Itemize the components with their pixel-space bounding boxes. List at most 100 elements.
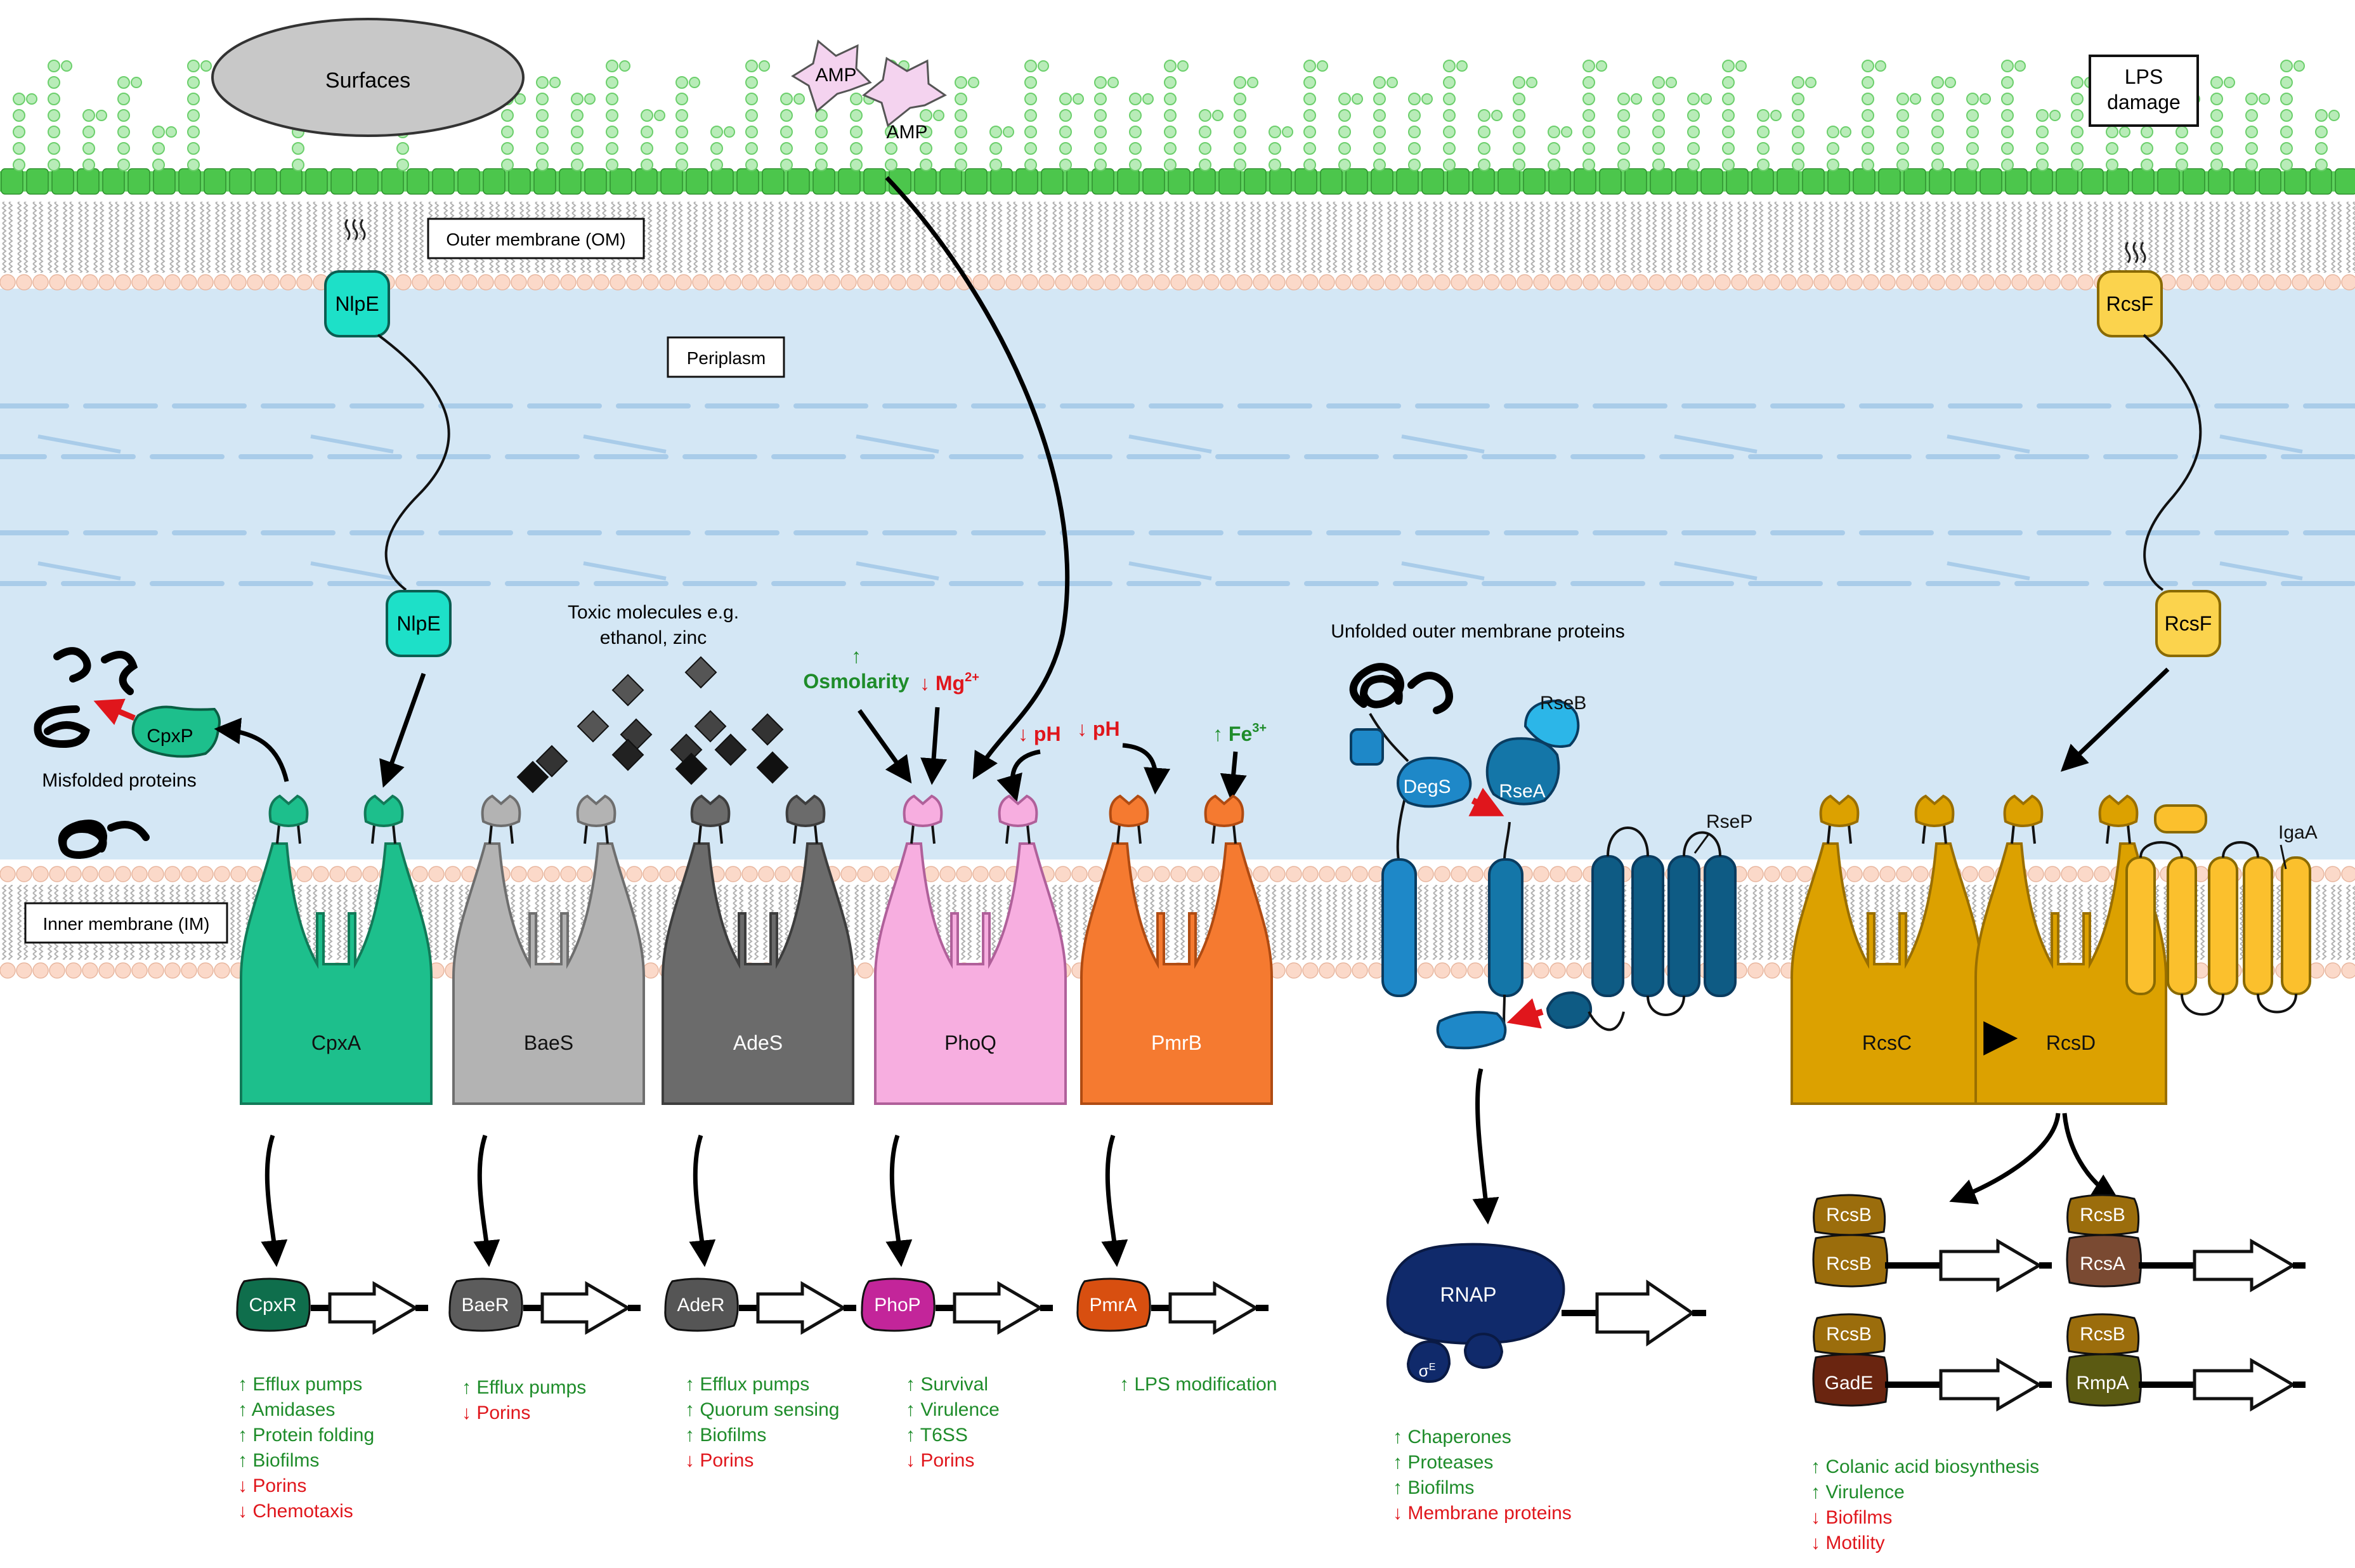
- outer-membrane: [0, 60, 2355, 291]
- outcome-item: ↑ T6SS: [906, 1425, 968, 1446]
- fe-arrow: [1220, 751, 1247, 801]
- rcsf-lipoprotein: RcsF RcsF: [2097, 242, 2221, 657]
- outcome-item: ↑ Quorum sensing: [685, 1399, 839, 1420]
- unfolded-omp-label: Unfolded outer membrane proteins: [1331, 621, 1625, 642]
- peptidoglycan-layer: [0, 403, 2355, 586]
- outcome-item: ↑ Biofilms: [238, 1450, 319, 1471]
- rcsb-label: RcsB: [2080, 1324, 2125, 1345]
- svg-text:NlpE: NlpE: [335, 292, 379, 315]
- cpxp-protein: CpxP: [131, 705, 221, 758]
- kinase-pmrb: PmrB: [1080, 794, 1273, 1105]
- regulator-cpxr: CpxR: [236, 1134, 428, 1335]
- regulator-label: PhoP: [874, 1295, 920, 1316]
- svg-text:NlpE: NlpE: [396, 612, 440, 635]
- cpxp-red-arrow: [93, 698, 136, 725]
- ph-arrow-phoq: [996, 749, 1041, 802]
- outcome-item: ↑ Amidases: [238, 1399, 335, 1420]
- regulator-phop: PhoP: [861, 1134, 1053, 1335]
- kinase-phoq: PhoQ: [874, 794, 1067, 1105]
- outcome-item: ↑ LPS modification: [1119, 1374, 1277, 1395]
- sigma-e-system: DegS RseB RseA RseP: [1350, 693, 1752, 1050]
- outcome-item: ↑ Survival: [906, 1374, 988, 1395]
- mg-label: ↓ Mg2+: [920, 670, 979, 695]
- kinase-label: CpxA: [311, 1031, 362, 1054]
- partner-label: RmpA: [2076, 1373, 2129, 1394]
- osmolarity-arrow: [858, 709, 912, 784]
- kinase-rcsc: RcsC: [1791, 794, 1983, 1105]
- kinase-label: AdeS: [733, 1031, 783, 1054]
- outcome-item: ↓ Porins: [906, 1450, 974, 1471]
- label-surfaces: Surfaces: [211, 18, 525, 137]
- kinase-rcsd: RcsD: [1974, 794, 2167, 1105]
- rcsb-label: RcsB: [1826, 1205, 1872, 1225]
- rcsb-complex: RcsB RmpA: [2066, 1313, 2306, 1412]
- partner-label: GadE: [1825, 1373, 1874, 1394]
- svg-text:RseP: RseP: [1706, 811, 1752, 832]
- label-periplasm: Periplasm: [667, 336, 785, 378]
- kinase-label: RcsD: [2046, 1031, 2096, 1054]
- nlpe-lipoprotein: NlpE NlpE: [324, 219, 452, 657]
- osmolarity-label: Osmolarity: [803, 670, 909, 693]
- outcome-list-pmr: ↑ LPS modification: [1119, 1374, 1277, 1395]
- outcome-list-cpx: ↑ Efflux pumps↑ Amidases↑ Protein foldin…: [238, 1374, 374, 1522]
- igaa-protein: IgaA: [2125, 804, 2318, 1016]
- regulator-label: BaeR: [461, 1295, 509, 1316]
- outcome-item: ↑ Efflux pumps: [462, 1377, 586, 1398]
- svg-text:CpxP: CpxP: [147, 726, 193, 747]
- outcome-item: ↑ Biofilms: [685, 1425, 766, 1446]
- rcsb-label: RcsB: [1826, 1324, 1872, 1345]
- kinase-label: RcsC: [1862, 1031, 1912, 1054]
- outcome-list-bae: ↑ Efflux pumps↓ Porins: [462, 1377, 586, 1423]
- outcome-item: ↓ Porins: [685, 1450, 753, 1471]
- outcome-item: ↑ Virulence: [1811, 1482, 1905, 1503]
- ph-arrow-pmrb: [1122, 743, 1171, 795]
- svg-text:AMP: AMP: [815, 65, 856, 86]
- svg-text:IgaA: IgaA: [2278, 822, 2318, 843]
- regulator-ader: AdeR: [664, 1134, 856, 1335]
- rcsb-complex: RcsB RcsB: [1812, 1194, 2052, 1293]
- regulator-label: AdeR: [677, 1295, 724, 1316]
- svg-text:Surfaces: Surfaces: [325, 69, 410, 93]
- partner-label: RcsB: [1826, 1253, 1872, 1274]
- unfolded-omp-icon: [1349, 663, 1453, 714]
- svg-text:RcsF: RcsF: [2106, 292, 2154, 315]
- partner-label: RcsA: [2080, 1253, 2125, 1274]
- ph-label-phoq: ↓ pH: [1018, 722, 1061, 745]
- rnap-complex: RNAP σE: [1386, 1243, 1706, 1383]
- svg-text:RseA: RseA: [1499, 781, 1545, 802]
- outcome-item: ↑ Colanic acid biosynthesis: [1811, 1456, 2039, 1477]
- outcome-list-sigma: ↑ Chaperones ↑ Proteases ↑ Biofilms ↓ Membr…: [1393, 1427, 1572, 1524]
- osmolarity-up-arrow: ↑: [851, 644, 861, 667]
- svg-text:σE: σE: [1419, 1361, 1436, 1380]
- rcsb-complex: RcsB GadE: [1812, 1313, 2052, 1412]
- fe-label: ↑ Fe3+: [1213, 721, 1267, 745]
- sigma-to-rnap-arrow: [1472, 1068, 1499, 1225]
- outcome-item: ↓ Membrane proteins: [1393, 1503, 1572, 1524]
- outcome-item: ↓ Porins: [238, 1475, 306, 1496]
- rcs-arrow-left: [1949, 1113, 2061, 1205]
- outcome-item: ↑ Efflux pumps: [685, 1374, 809, 1395]
- amp-label-2: AMP: [886, 122, 927, 143]
- svg-text:LPS: LPS: [2125, 65, 2163, 88]
- outcome-list-rcs: ↑ Colanic acid biosynthesis ↑ Virulence ↓ …: [1811, 1456, 2039, 1553]
- outcome-item: ↑ Proteases: [1393, 1452, 1493, 1473]
- amp-molecules: AMP: [791, 39, 947, 127]
- outcome-item: ↓ Motility: [1811, 1532, 1885, 1553]
- kinase-baes: BaeS: [452, 794, 645, 1105]
- outcome-list-ade: ↑ Efflux pumps ↑ Quorum sensing ↑ Biofilms…: [685, 1374, 839, 1471]
- svg-text:Inner membrane (IM): Inner membrane (IM): [43, 914, 210, 934]
- rcsf-to-rcsd-arrow: [2060, 667, 2170, 772]
- misfolded-label: Misfolded proteins: [42, 770, 196, 791]
- svg-text:DegS: DegS: [1403, 776, 1451, 797]
- kinase-ades: AdeS: [662, 794, 854, 1105]
- outcome-item: ↑ Chaperones: [1393, 1427, 1511, 1447]
- svg-text:Outer membrane (OM): Outer membrane (OM): [446, 230, 625, 249]
- svg-text:Periplasm: Periplasm: [687, 348, 766, 368]
- outcome-item: ↑ Biofilms: [1393, 1477, 1474, 1498]
- unfolded-protein-icon-2: [58, 820, 150, 859]
- regulator-pmra: PmrA: [1076, 1134, 1269, 1335]
- label-lps-damage: LPS damage: [2089, 55, 2199, 127]
- kinase-label: BaeS: [524, 1031, 573, 1054]
- kinase-cpxa: CpxA: [240, 794, 433, 1105]
